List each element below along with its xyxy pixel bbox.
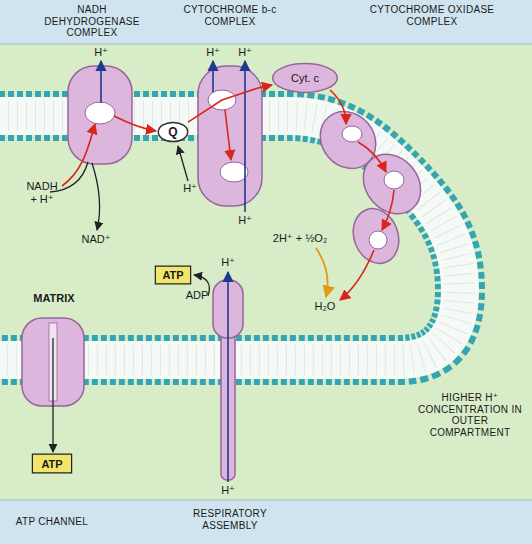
complex-heading: NADH DEHYDROGENASE COMPLEX <box>42 4 142 39</box>
proton-label: H⁺ <box>202 46 224 59</box>
electron-arrow <box>358 142 386 172</box>
complex-heading: CYTOCHROME OXIDASE COMPLEX <box>362 4 502 27</box>
band-border <box>0 500 532 501</box>
proton-label: H⁺ <box>234 214 256 227</box>
proton-uptake-arrow <box>178 146 188 181</box>
proton-label: H⁺ <box>217 484 239 497</box>
atp-box-shape <box>155 266 190 284</box>
product-label: H₂O <box>308 300 342 313</box>
product-arrow <box>92 163 100 230</box>
redox-site <box>208 90 236 110</box>
electron-arrow <box>382 190 394 230</box>
molecule-label: ATP <box>38 458 65 470</box>
nadh-complex <box>68 66 132 164</box>
header-band <box>0 0 532 44</box>
compartment-label: MATRIX <box>22 292 86 305</box>
proton-label: H⁺ <box>234 46 256 59</box>
cytochrome-c-carrier-shape <box>273 64 338 93</box>
transport-arrow <box>52 338 53 452</box>
note-label: HIGHER H⁺ CONCENTRATION IN OUTER COMPART… <box>411 392 529 438</box>
part-label: RESPIRATORY ASSEMBLY <box>180 508 280 531</box>
reaction-arrow <box>316 248 328 297</box>
footer-band <box>0 500 532 544</box>
electron-arrow <box>62 124 95 186</box>
proton-arrow <box>244 61 246 212</box>
redox-site <box>369 231 387 249</box>
redox-site <box>342 126 362 142</box>
proton-label: H⁺ <box>90 46 112 59</box>
atp-box: ATP <box>32 454 72 473</box>
proton-arrow <box>100 61 102 103</box>
product-label: NAD⁺ <box>76 233 116 246</box>
bc-complex <box>198 66 262 206</box>
molecule-label: ADP <box>181 289 213 302</box>
reactant-label: 2H⁺ + ½O₂ <box>264 232 336 245</box>
band-border <box>0 44 532 45</box>
complex-heading: CYTOCHROME b-c COMPLEX <box>180 4 280 27</box>
proton-arrow <box>212 61 214 92</box>
electron-arrow <box>340 250 374 300</box>
quinone-carrier-shape <box>158 122 187 141</box>
electron-arrow <box>225 110 231 160</box>
carrier-label: Q <box>165 125 180 139</box>
redox-site <box>85 102 115 124</box>
electron-flow-arrow <box>188 85 272 122</box>
oxidase-subunit <box>346 202 406 270</box>
carrier-label: Cyt. c <box>288 72 322 84</box>
redox-site <box>220 162 248 182</box>
redox-site <box>384 171 404 189</box>
molecule-label: ATP <box>159 269 186 281</box>
electron-arrow <box>114 116 156 131</box>
quinone-carrier: Q <box>158 122 188 142</box>
proton-label: H⁺ <box>217 256 239 269</box>
proton-arrow <box>227 272 229 482</box>
proton-label: H⁺ <box>179 182 201 195</box>
atp-box: ATP <box>155 266 191 284</box>
substrate-label: NADH + H⁺ <box>24 180 60 205</box>
atp-box-shape <box>32 454 71 473</box>
electron-arrow <box>330 90 346 124</box>
cytochrome-c-carrier: Cyt. c <box>272 63 338 93</box>
part-label: ATP CHANNEL <box>2 516 102 528</box>
